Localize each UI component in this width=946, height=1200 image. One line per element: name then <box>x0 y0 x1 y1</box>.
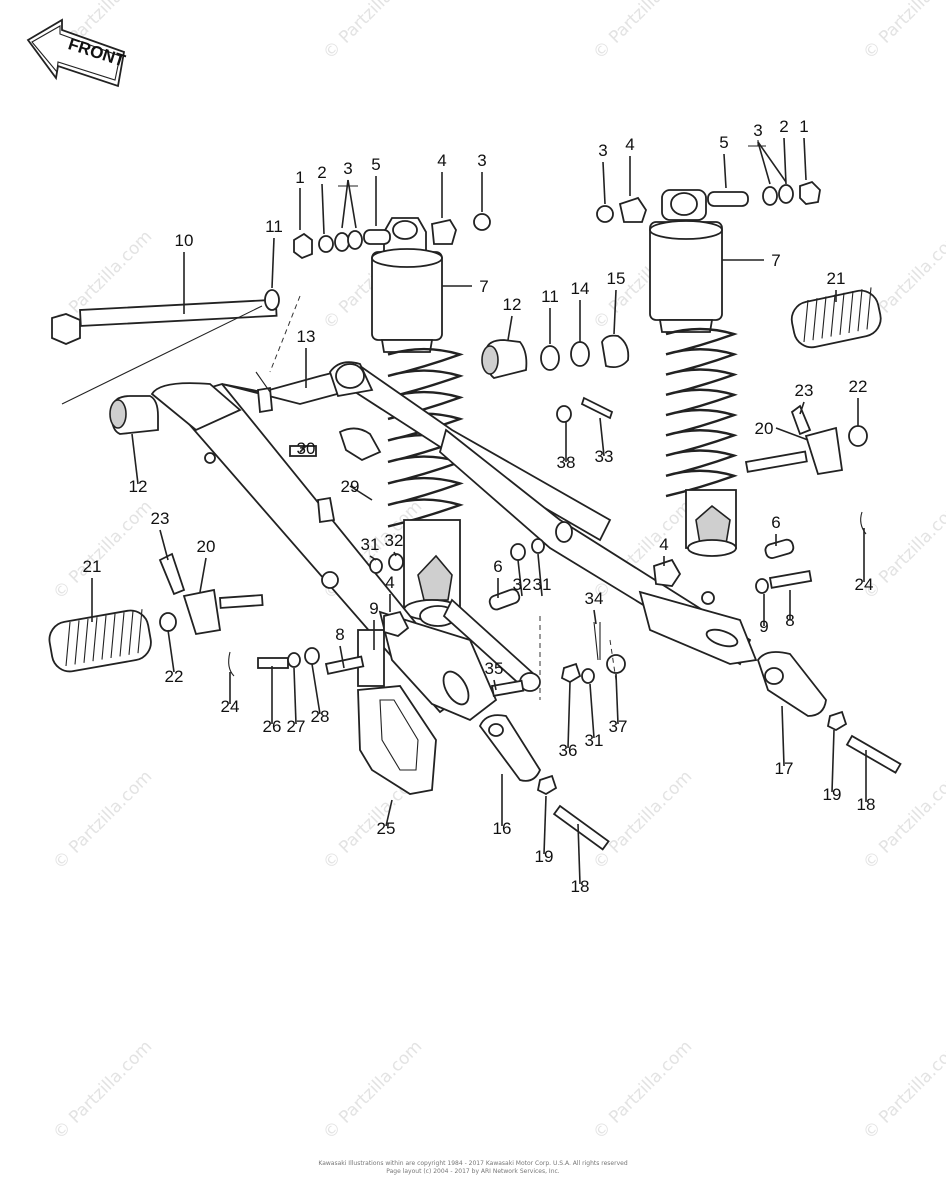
watermark-text: © Partzilla.com <box>589 1037 696 1144</box>
left-footrest <box>48 609 152 673</box>
callout-1: 1 <box>295 168 304 187</box>
callout-17: 17 <box>775 759 794 778</box>
callout-13: 13 <box>297 327 316 346</box>
watermark-text: © Partzilla.com <box>319 1037 426 1144</box>
callout-10: 10 <box>175 231 194 250</box>
callout-11: 11 <box>265 217 283 236</box>
collars-washers <box>540 334 630 423</box>
callout-5: 5 <box>371 155 380 174</box>
callout-2: 2 <box>317 163 326 182</box>
footrest-brackets <box>158 404 868 636</box>
small-hardware <box>61 295 867 700</box>
callout-35: 35 <box>485 659 504 678</box>
callout-5: 5 <box>719 133 728 152</box>
callout-31: 31 <box>585 731 604 750</box>
callout-2: 2 <box>779 117 788 136</box>
callout-19: 19 <box>823 785 842 804</box>
callout-29: 29 <box>341 477 360 496</box>
callout-31: 31 <box>533 575 552 594</box>
callout-38: 38 <box>557 453 576 472</box>
copyright-line-1: Kawasaki Illustrations within are copyri… <box>318 1160 628 1167</box>
callout-22: 22 <box>849 377 868 396</box>
callout-9: 9 <box>759 617 768 636</box>
callout-11: 11 <box>541 287 559 306</box>
callout-3: 3 <box>477 151 486 170</box>
callout-36: 36 <box>559 741 578 760</box>
torque-links <box>478 651 902 851</box>
copyright-line-2: Page layout (c) 2004 - 2017 by ARI Netwo… <box>386 1168 560 1175</box>
bushings <box>109 339 528 435</box>
callout-27: 27 <box>287 717 306 736</box>
callout-7: 7 <box>479 277 488 296</box>
watermark-text: © Partzilla.com <box>49 497 156 604</box>
callout-22: 22 <box>165 667 184 686</box>
callout-37: 37 <box>609 717 628 736</box>
callout-14: 14 <box>571 279 590 298</box>
callout-18: 18 <box>857 795 876 814</box>
callout-21: 21 <box>83 557 102 576</box>
pivot-bolt <box>51 289 280 345</box>
callout-4: 4 <box>659 535 668 554</box>
watermark-text: © Partzilla.com <box>49 1037 156 1144</box>
callout-33: 33 <box>595 447 614 466</box>
callout-21: 21 <box>827 269 846 288</box>
callout-19: 19 <box>535 847 554 866</box>
callout-8: 8 <box>335 625 344 644</box>
callout-9: 9 <box>369 599 378 618</box>
watermark-text: © Partzilla.com <box>589 767 696 874</box>
callout-7: 7 <box>771 251 780 270</box>
callout-32: 32 <box>513 575 532 594</box>
watermark-text: © Partzilla.com <box>319 0 426 64</box>
callout-30: 30 <box>297 439 316 458</box>
callout-20: 20 <box>197 537 216 556</box>
watermark-text: © Partzilla.com <box>589 0 696 64</box>
callout-26: 26 <box>263 717 282 736</box>
right-shock-absorber <box>649 189 738 557</box>
callout-16: 16 <box>493 819 512 838</box>
callout-4: 4 <box>437 151 446 170</box>
callout-3: 3 <box>343 159 352 178</box>
callout-12: 12 <box>503 295 522 314</box>
callout-4: 4 <box>625 135 634 154</box>
callout-20: 20 <box>755 419 774 438</box>
callout-15: 15 <box>607 269 626 288</box>
watermark-text: © Partzilla.com <box>859 1037 946 1144</box>
callout-24: 24 <box>855 575 874 594</box>
callout-4: 4 <box>385 573 394 592</box>
callout-34: 34 <box>585 589 604 608</box>
callout-3: 3 <box>753 121 762 140</box>
callout-32: 32 <box>385 531 404 550</box>
callout-6: 6 <box>493 557 502 576</box>
callout-6: 6 <box>771 513 780 532</box>
upper-left-hardware <box>293 213 491 260</box>
callout-18: 18 <box>571 877 590 896</box>
upper-right-hardware <box>596 180 821 223</box>
callout-leaders <box>91 137 867 885</box>
callout-23: 23 <box>795 381 814 400</box>
callout-25: 25 <box>377 819 396 838</box>
watermark-text: © Partzilla.com <box>859 0 946 64</box>
right-footrest <box>790 287 882 349</box>
callout-1: 1 <box>799 117 808 136</box>
callout-3: 3 <box>598 141 607 160</box>
callout-28: 28 <box>311 707 330 726</box>
callout-24: 24 <box>221 697 240 716</box>
callout-12: 12 <box>129 477 148 496</box>
callout-8: 8 <box>785 611 794 630</box>
watermark-text: © Partzilla.com <box>859 767 946 874</box>
callout-23: 23 <box>151 509 170 528</box>
callout-31: 31 <box>361 535 380 554</box>
watermark-text: © Partzilla.com <box>49 767 156 874</box>
